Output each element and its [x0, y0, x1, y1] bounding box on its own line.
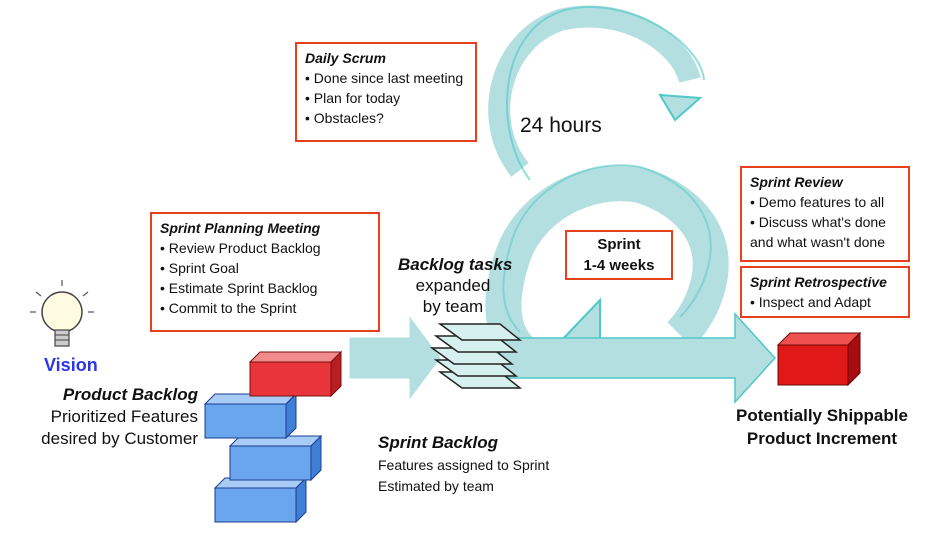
sprint-review-title: Sprint Review	[750, 174, 843, 190]
sprint-review-box: Sprint Review Demo features to all Discu…	[740, 166, 910, 262]
sprint-planning-item: Sprint Goal	[160, 258, 370, 278]
sprint-backlog-title: Sprint Backlog	[378, 433, 498, 452]
sprint-backlog-line: Features assigned to Sprint	[378, 457, 550, 473]
product-increment-label: Potentially Shippable Product Increment	[712, 404, 932, 450]
product-backlog-line: Prioritized Features	[50, 407, 198, 426]
backlog-tasks-line: expanded	[415, 276, 491, 295]
product-backlog-line: desired by Customer	[41, 429, 198, 448]
flow-arrow	[349, 312, 777, 404]
sprint-retrospective-box: Sprint Retrospective Inspect and Adapt	[740, 266, 910, 318]
product-backlog-blocks	[203, 350, 343, 524]
sprint-planning-item: Estimate Sprint Backlog	[160, 278, 370, 298]
daily-scrum-item: Done since last meeting	[305, 68, 467, 88]
sprint-label: Sprint	[597, 236, 641, 253]
product-increment-block	[776, 331, 862, 387]
sprint-retrospective-title: Sprint Retrospective	[750, 274, 887, 290]
vision-label: Vision	[44, 355, 98, 375]
daily-scrum-box: Daily Scrum Done since last meeting Plan…	[295, 42, 477, 142]
lightbulb-icon	[30, 280, 94, 347]
sprint-duration: 1-4 weeks	[583, 257, 655, 274]
backlog-tasks-stack	[429, 323, 523, 389]
backlog-tasks-label: Backlog tasks expanded by team	[398, 254, 513, 317]
backlog-tasks-title: Backlog tasks	[398, 255, 513, 274]
sprint-retrospective-item: Inspect and Adapt	[750, 292, 900, 312]
product-increment-line: Product Increment	[746, 429, 898, 448]
sprint-backlog-line: Estimated by team	[378, 478, 494, 494]
daily-scrum-title: Daily Scrum	[305, 50, 386, 66]
sprint-backlog-label: Sprint Backlog Features assigned to Spri…	[378, 431, 549, 497]
product-backlog-label: Product Backlog Prioritized Features des…	[18, 384, 198, 450]
product-increment-line: Potentially Shippable	[736, 406, 908, 425]
sprint-review-item: Demo features to all	[750, 192, 900, 212]
sprint-review-item: Discuss what's done and what wasn't done	[750, 212, 900, 252]
sprint-planning-item: Review Product Backlog	[160, 238, 370, 258]
daily-scrum-item: Plan for today	[305, 88, 467, 108]
sprint-planning-title: Sprint Planning Meeting	[160, 220, 321, 236]
daily-cycle-arrow	[488, 5, 705, 181]
backlog-tasks-line: by team	[422, 297, 484, 316]
product-backlog-title: Product Backlog	[62, 385, 198, 404]
sprint-planning-item: Commit to the Sprint	[160, 298, 370, 318]
cycle-label: 24 hours	[520, 114, 602, 137]
sprint-duration-box: Sprint 1-4 weeks	[565, 230, 673, 280]
sprint-planning-box: Sprint Planning Meeting Review Product B…	[150, 212, 380, 332]
daily-scrum-item: Obstacles?	[305, 108, 467, 128]
